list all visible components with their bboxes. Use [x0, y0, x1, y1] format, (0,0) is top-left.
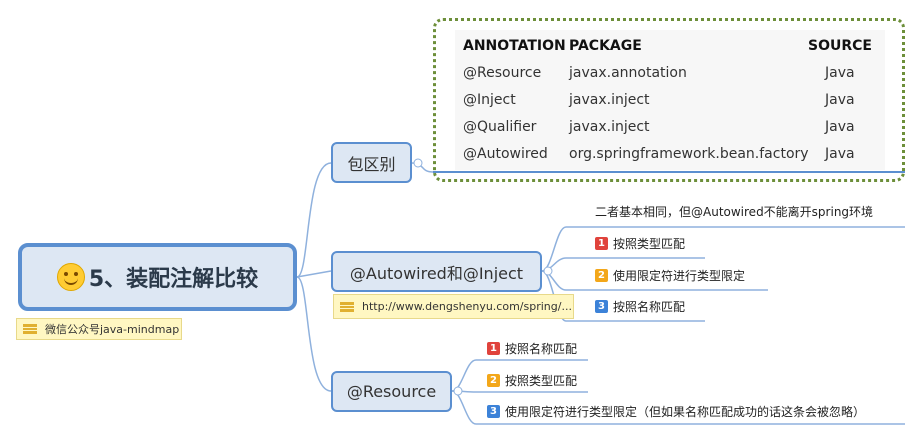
table-cell: org.springframework.bean.factory — [569, 146, 809, 162]
root-title: 5、装配注解比较 — [88, 267, 259, 292]
table-header: SOURCE — [808, 38, 872, 54]
table-cell: @Resource — [463, 65, 542, 81]
leaf-topic[interactable]: 1 按照名称匹配 — [487, 340, 577, 357]
leaf-topic[interactable]: 3 使用限定符进行类型限定（但如果名称匹配成功的话这条会被忽略） — [487, 403, 865, 420]
branch-package-diff-label: 包区别 — [347, 154, 396, 174]
table-row: @Resource javax.annotation Java — [455, 61, 885, 87]
table-cell: Java — [825, 92, 855, 108]
branch-resource[interactable]: @Resource — [331, 371, 452, 412]
priority-2-icon: 2 — [595, 269, 608, 282]
priority-3-icon: 3 — [595, 300, 608, 313]
priority-1-icon: 1 — [595, 237, 608, 250]
link-note-text: http://www.dengshenyu.com/spring/... — [362, 300, 572, 313]
root-note[interactable]: 微信公众号java-mindmap — [16, 318, 182, 340]
leaf-text: 二者基本相同，但@Autowired不能离开spring环境 — [595, 205, 874, 219]
leaf-topic[interactable]: 1 按照类型匹配 — [595, 235, 685, 252]
leaf-topic[interactable]: 2 按照类型匹配 — [487, 372, 577, 389]
priority-3-icon: 3 — [487, 405, 500, 418]
priority-1-icon: 1 — [487, 342, 500, 355]
table-cell: @Qualifier — [463, 119, 537, 135]
leaf-text: 按照类型匹配 — [505, 374, 578, 388]
table-header: PACKAGE — [569, 38, 642, 54]
leaf-topic[interactable]: 2 使用限定符进行类型限定 — [595, 267, 745, 284]
table-header-row: ANNOTATION PACKAGE SOURCE — [455, 34, 885, 60]
annotation-table: ANNOTATION PACKAGE SOURCE @Resource java… — [455, 30, 885, 170]
table-cell: Java — [825, 65, 855, 81]
root-topic[interactable]: 5、装配注解比较 — [18, 243, 297, 311]
leaf-text: 按照名称匹配 — [505, 342, 578, 356]
note-icon — [23, 324, 37, 334]
table-cell: javax.annotation — [569, 65, 687, 81]
table-cell: Java — [825, 119, 855, 135]
table-boundary — [433, 18, 905, 182]
branch-autowired-inject-label: @Autowired和@Inject — [349, 263, 524, 283]
table-cell: @Inject — [463, 92, 516, 108]
table-cell: javax.inject — [569, 92, 650, 108]
branch-resource-label: @Resource — [346, 382, 437, 401]
table-cell: javax.inject — [569, 119, 650, 135]
table-cell: Java — [825, 146, 855, 162]
branch-package-diff[interactable]: 包区别 — [331, 142, 412, 183]
table-header: ANNOTATION — [463, 38, 566, 54]
table-row: @Qualifier javax.inject Java — [455, 115, 885, 141]
leaf-topic[interactable]: 二者基本相同，但@Autowired不能离开spring环境 — [595, 203, 873, 220]
leaf-text: 使用限定符进行类型限定 — [613, 269, 746, 283]
leaf-text: 按照名称匹配 — [613, 300, 686, 314]
branch-autowired-inject[interactable]: @Autowired和@Inject — [331, 251, 542, 292]
table-row: @Inject javax.inject Java — [455, 88, 885, 114]
table-cell: @Autowired — [463, 146, 548, 162]
root-note-text: 微信公众号java-mindmap — [45, 323, 180, 336]
leaf-text: 使用限定符进行类型限定（但如果名称匹配成功的话这条会被忽略） — [505, 405, 866, 419]
smile-emoji-icon — [56, 263, 85, 291]
note-icon — [340, 301, 354, 312]
leaf-topic[interactable]: 3 按照名称匹配 — [595, 298, 685, 315]
link-note[interactable]: http://www.dengshenyu.com/spring/... — [333, 294, 574, 319]
leaf-text: 按照类型匹配 — [613, 237, 686, 251]
priority-2-icon: 2 — [487, 374, 500, 387]
table-row: @Autowired org.springframework.bean.fact… — [455, 142, 885, 168]
